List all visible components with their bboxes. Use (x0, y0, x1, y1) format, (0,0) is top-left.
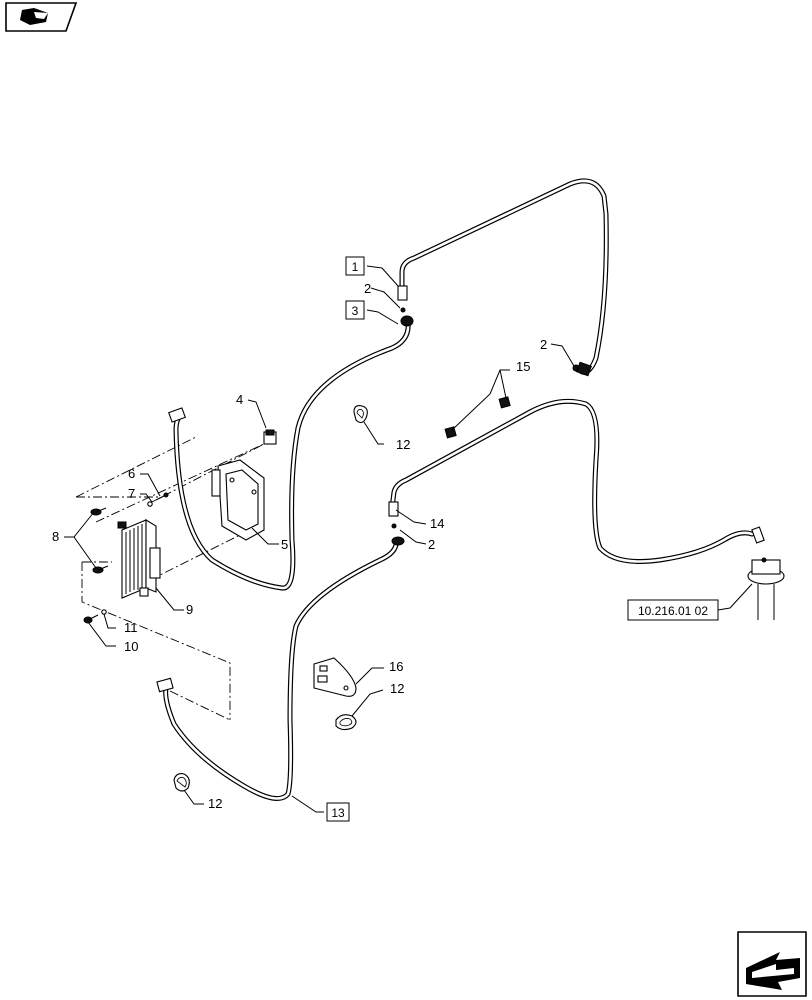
clip-item-15-b[interactable] (498, 396, 511, 409)
callout-5: 5 (281, 537, 288, 552)
washer-item-7[interactable] (147, 501, 153, 507)
bolt-item-6[interactable] (155, 492, 169, 501)
callout-2-b: 2 (540, 337, 547, 352)
callout-15: 15 (516, 359, 530, 374)
fitting-item-2-a[interactable] (397, 285, 408, 313)
ring-item-12-b[interactable] (335, 714, 357, 731)
hose-item-1[interactable] (399, 178, 609, 375)
callout-2-c: 2 (428, 537, 435, 552)
fitting-item-2-b[interactable] (572, 361, 592, 377)
callout-2-a: 2 (364, 281, 371, 296)
callout-4: 4 (236, 392, 243, 407)
callout-11: 11 (124, 620, 138, 635)
bolt-item-10[interactable] (83, 614, 99, 624)
callout-12-b: 12 (390, 681, 404, 696)
fitting-item-3-nut[interactable] (400, 315, 414, 327)
reference-box[interactable]: 10.216.01 02 (627, 599, 719, 621)
callout-1: 1 (352, 260, 359, 274)
clip-item-15-a[interactable] (444, 426, 457, 439)
clamp-item-4[interactable] (263, 429, 277, 445)
hose-item-3[interactable] (168, 319, 411, 591)
washer-item-11[interactable] (101, 609, 107, 615)
callout-10: 10 (124, 639, 138, 654)
callout-box-1: 1 (345, 256, 365, 276)
callout-8: 8 (52, 529, 59, 544)
ring-item-12-c[interactable] (173, 773, 190, 792)
callout-6: 6 (128, 466, 135, 481)
callout-16: 16 (389, 659, 403, 674)
leader-lines (64, 265, 753, 813)
callout-13: 13 (331, 806, 345, 820)
callout-14: 14 (430, 516, 444, 531)
screw-item-8-b[interactable] (92, 565, 109, 574)
hose-item-14[interactable] (389, 398, 755, 564)
reference-label[interactable]: 10.216.01 02 (638, 604, 708, 618)
bracket-item-16[interactable] (313, 657, 357, 697)
fitting-item-2-c[interactable] (388, 501, 405, 546)
screw-item-8-a[interactable] (90, 507, 107, 516)
ring-item-12-a[interactable] (353, 405, 368, 424)
callout-7: 7 (128, 486, 135, 501)
callout-12-a: 12 (396, 437, 410, 452)
hose-item-13[interactable] (156, 537, 399, 801)
callout-12-c: 12 (208, 796, 222, 811)
callout-box-3: 3 (345, 300, 365, 320)
callout-9: 9 (186, 602, 193, 617)
bracket-item-5[interactable] (211, 459, 265, 541)
callout-box-13: 13 (326, 802, 350, 822)
callout-3: 3 (352, 304, 359, 318)
oil-cooler-item-9[interactable] (117, 519, 161, 599)
fuel-tank-sender[interactable] (747, 526, 785, 620)
next-page-arrow-icon[interactable] (737, 931, 807, 997)
view-orientation-icon[interactable] (5, 2, 78, 32)
